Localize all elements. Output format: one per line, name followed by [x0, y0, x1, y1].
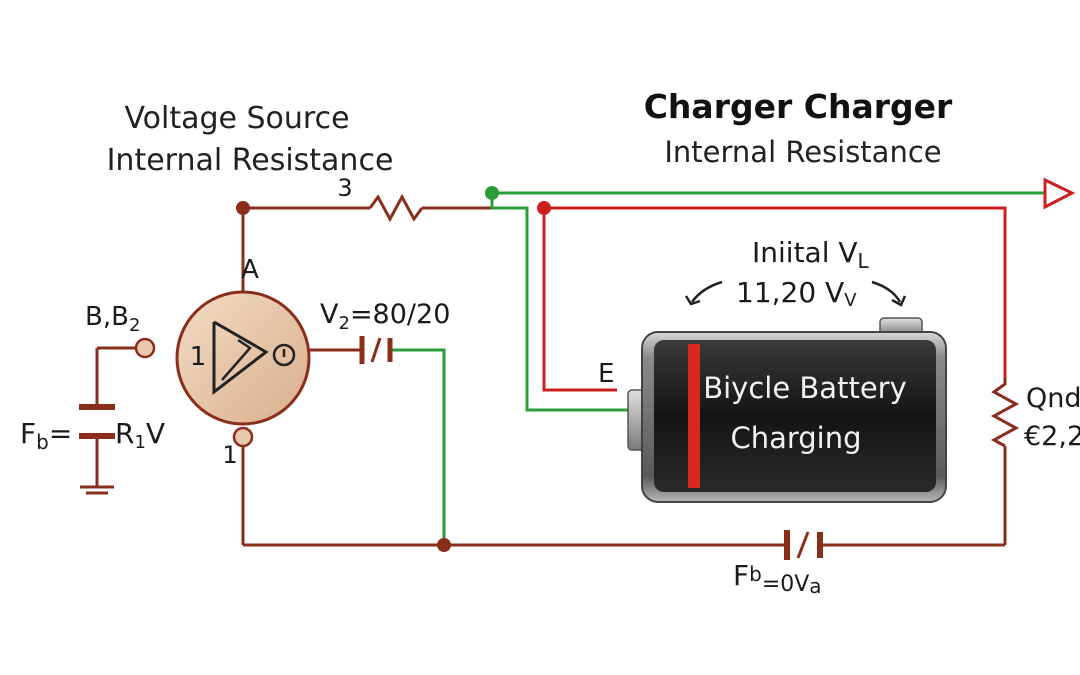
- triangle-op-amp-icon: [212, 320, 296, 396]
- wire-green-battery: [490, 193, 630, 412]
- brown-wires: [95, 193, 1005, 547]
- resistor-top: [368, 193, 424, 223]
- node-top-left: [236, 201, 250, 215]
- capacitor-v2: [359, 336, 393, 364]
- battery-label-line2: Charging: [730, 421, 861, 455]
- resistor-number-label: 3: [337, 174, 352, 202]
- voltage-reading-label: 11,20 VV: [736, 276, 857, 311]
- capacitor-bottom: [784, 530, 823, 560]
- voltage-source-label: Voltage Source: [124, 101, 349, 136]
- green-wires: [392, 191, 1045, 545]
- v2-label: V2=80/20: [320, 299, 450, 334]
- initial-vl-label: Iniital VL: [752, 236, 870, 273]
- node-a-label: A: [241, 255, 259, 285]
- right-label-line2: €2,2: [1024, 421, 1080, 452]
- b-label: B,B2: [85, 302, 140, 336]
- battery-label-line1: Biycle Battery: [703, 371, 907, 405]
- ground-icon: [80, 485, 114, 495]
- bicycle-battery: Biycle Battery Charging: [627, 317, 947, 503]
- battery-stripe: [688, 344, 700, 488]
- source-left-number: 1: [190, 342, 207, 372]
- wire-green-cap: [392, 348, 446, 545]
- r1v-label: R1V: [115, 417, 165, 453]
- voltage-source: 1: [175, 290, 311, 426]
- node-green-top: [485, 186, 499, 200]
- fb-bottom-label: Fb=0Va: [733, 559, 822, 598]
- right-label-line1: Qnd: [1026, 383, 1080, 414]
- internal-resistance-right-label: Internal Resistance: [664, 135, 941, 169]
- node-red-top: [537, 201, 551, 215]
- fb-left-label: Fb=: [20, 417, 72, 454]
- reading-arrows: [684, 280, 907, 307]
- internal-resistance-left-label: Internal Resistance: [107, 143, 394, 178]
- resistor-right: [990, 378, 1020, 448]
- charger-title: Charger Charger: [644, 87, 953, 126]
- terminal-1-bottom: [232, 426, 254, 448]
- terminal-e-label: E: [598, 359, 614, 389]
- capacitor-fb-left: [79, 404, 115, 439]
- terminal-b: [134, 337, 156, 359]
- node-1-bottom-label: 1: [222, 441, 237, 469]
- arrowhead-icon: [1043, 177, 1076, 210]
- node-bottom: [437, 538, 451, 552]
